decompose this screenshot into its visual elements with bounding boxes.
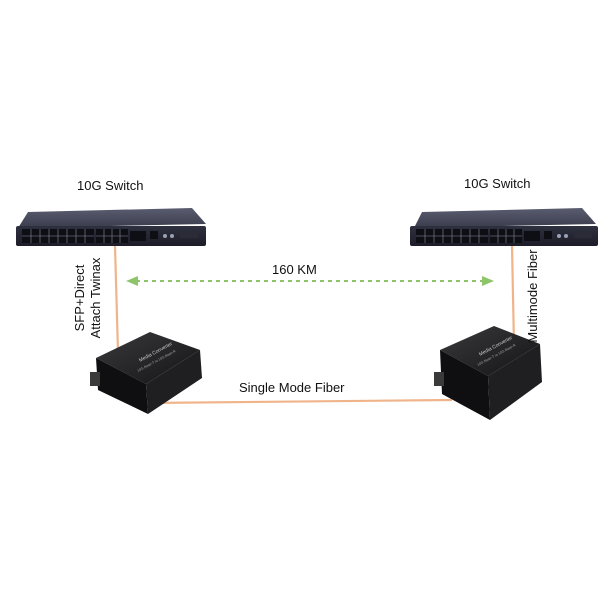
- single-mode-fiber-cable: [145, 398, 453, 405]
- right-switch-label: 10G Switch: [464, 176, 531, 191]
- left-switch-label: 10G Switch: [77, 178, 144, 193]
- right-uplink-cable: [510, 245, 516, 346]
- left-uplink-label-line2: Attach Twinax: [88, 257, 103, 339]
- right-switch: [410, 208, 598, 246]
- left-uplink-label: SFP+Direct Attach Twinax: [72, 248, 108, 348]
- right-uplink-label: Multimode Fiber: [525, 249, 540, 343]
- left-uplink-cable: [113, 245, 120, 353]
- fiber-link-label: Single Mode Fiber: [239, 380, 345, 395]
- distance-label: 160 KM: [272, 262, 317, 277]
- left-uplink-label-line1: SFP+Direct: [72, 264, 87, 332]
- right-media-converter: Media Converter 10G Base-T to 10G Base-R: [434, 326, 542, 420]
- left-switch: [16, 208, 206, 246]
- left-media-converter: Media Converter 10G Base-T to 10G Base-R: [90, 332, 202, 414]
- distance-indicator: [126, 276, 494, 286]
